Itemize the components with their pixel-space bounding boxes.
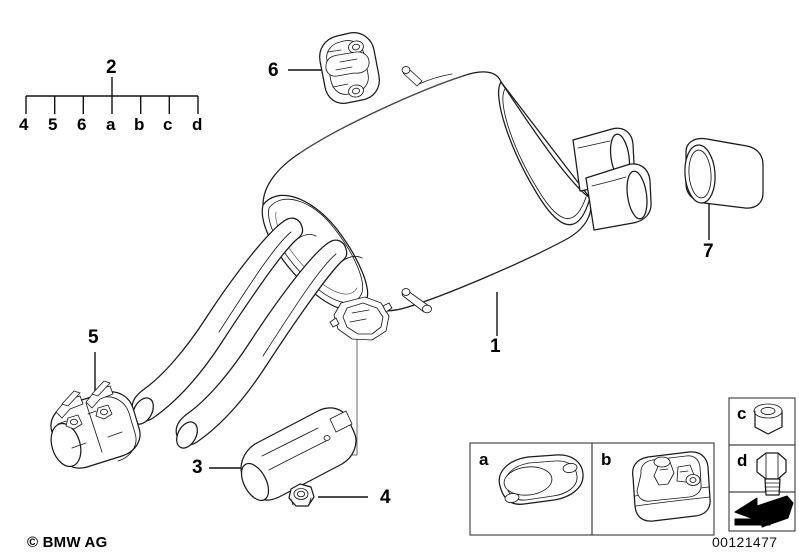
legend-label-c: c [737, 404, 747, 423]
part-4-nut [288, 483, 315, 507]
scale-bracket [25, 77, 199, 114]
callout-label-1: 1 [490, 336, 501, 357]
scale-tick-a: a [106, 115, 116, 134]
copyright-notice: © BMW AG [27, 534, 107, 551]
legend-boxes [469, 397, 796, 536]
legend-item-hex-nut [753, 403, 783, 435]
part-7-tailpipe-trim [684, 137, 764, 209]
part-3-resonator [240, 407, 357, 502]
callout-leaders [94, 69, 710, 498]
callout-label-3: 3 [192, 457, 203, 478]
twin-tailpipes [572, 127, 652, 231]
muffler-side-hanger-pin [401, 288, 432, 314]
part-1-rear-silencer [261, 66, 652, 341]
callout-label-5: 5 [88, 327, 99, 348]
part-6-rubber-hanger-mount [319, 32, 380, 104]
diagram-number: 00121477 [712, 534, 778, 550]
legend-box-arrow [728, 491, 796, 532]
copyright-owner: BMW AG [42, 534, 108, 551]
legend-item-gasket [498, 454, 584, 505]
part-5-pipe-clamp [50, 380, 141, 469]
copyright-symbol: © [27, 534, 39, 551]
scale-tick-b: b [134, 115, 145, 134]
scale-tick-c: c [163, 115, 173, 134]
muffler-inlet-flange [329, 296, 393, 341]
legend-label-a: a [479, 450, 489, 469]
legend-box-b [591, 442, 715, 536]
callout-label-4: 4 [380, 487, 391, 508]
legend-item-hex-bolt [756, 452, 787, 496]
legend-item-parts-kit [631, 451, 711, 522]
scale-group-label: 2 [106, 57, 117, 78]
legend-label-b: b [601, 450, 612, 469]
callout-label-7: 7 [703, 241, 714, 262]
scale-tick-6: 6 [77, 115, 87, 134]
exhaust-inlet-pipes [131, 217, 363, 449]
direction-arrow-icon [734, 495, 794, 528]
legend-label-d: d [737, 451, 748, 470]
scale-tick-4: 4 [19, 115, 29, 134]
scale-tick-d: d [192, 115, 203, 134]
callout-label-6: 6 [268, 60, 279, 81]
scale-tick-5: 5 [48, 115, 58, 134]
muffler-top-hanger-pin [401, 66, 453, 87]
